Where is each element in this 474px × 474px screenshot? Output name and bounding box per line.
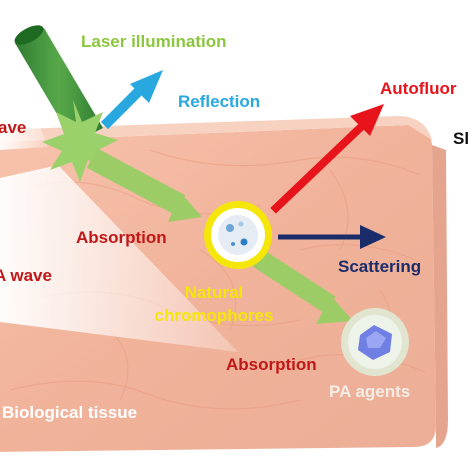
laser-beam-icon (14, 25, 103, 143)
pa-wave-lower-label: A wave (0, 266, 52, 285)
pa-agent-icon (341, 308, 409, 376)
absorption-arrow-1 (86, 148, 202, 222)
natural-chromophores-line2: chromophores (154, 306, 273, 325)
chromophore-icon (204, 201, 272, 269)
scattering-arrow (278, 225, 386, 249)
natural-chromophores-line1: Natural (185, 283, 244, 302)
absorption-arrow-2 (252, 249, 353, 324)
absorption-label-1: Absorption (76, 228, 167, 247)
autofluorescence-label: Autofluor (380, 79, 457, 98)
reflection-arrow (100, 70, 163, 130)
pa-wave-upper-label: ave (0, 118, 26, 137)
pa-wave-upper-wedge (0, 25, 48, 150)
biological-tissue-label: Biological tissue (2, 403, 137, 422)
pa-wave-lower-wedge (0, 165, 238, 352)
reflection-label: Reflection (178, 92, 260, 111)
laser-illumination-label: Laser illumination (81, 32, 226, 51)
scattering-label: Scattering (338, 257, 421, 276)
autofluorescence-arrow (270, 104, 384, 214)
absorption-label-2: Absorption (226, 355, 317, 374)
side-label: Sl (453, 129, 469, 148)
pa-agents-label: PA agents (329, 382, 410, 401)
